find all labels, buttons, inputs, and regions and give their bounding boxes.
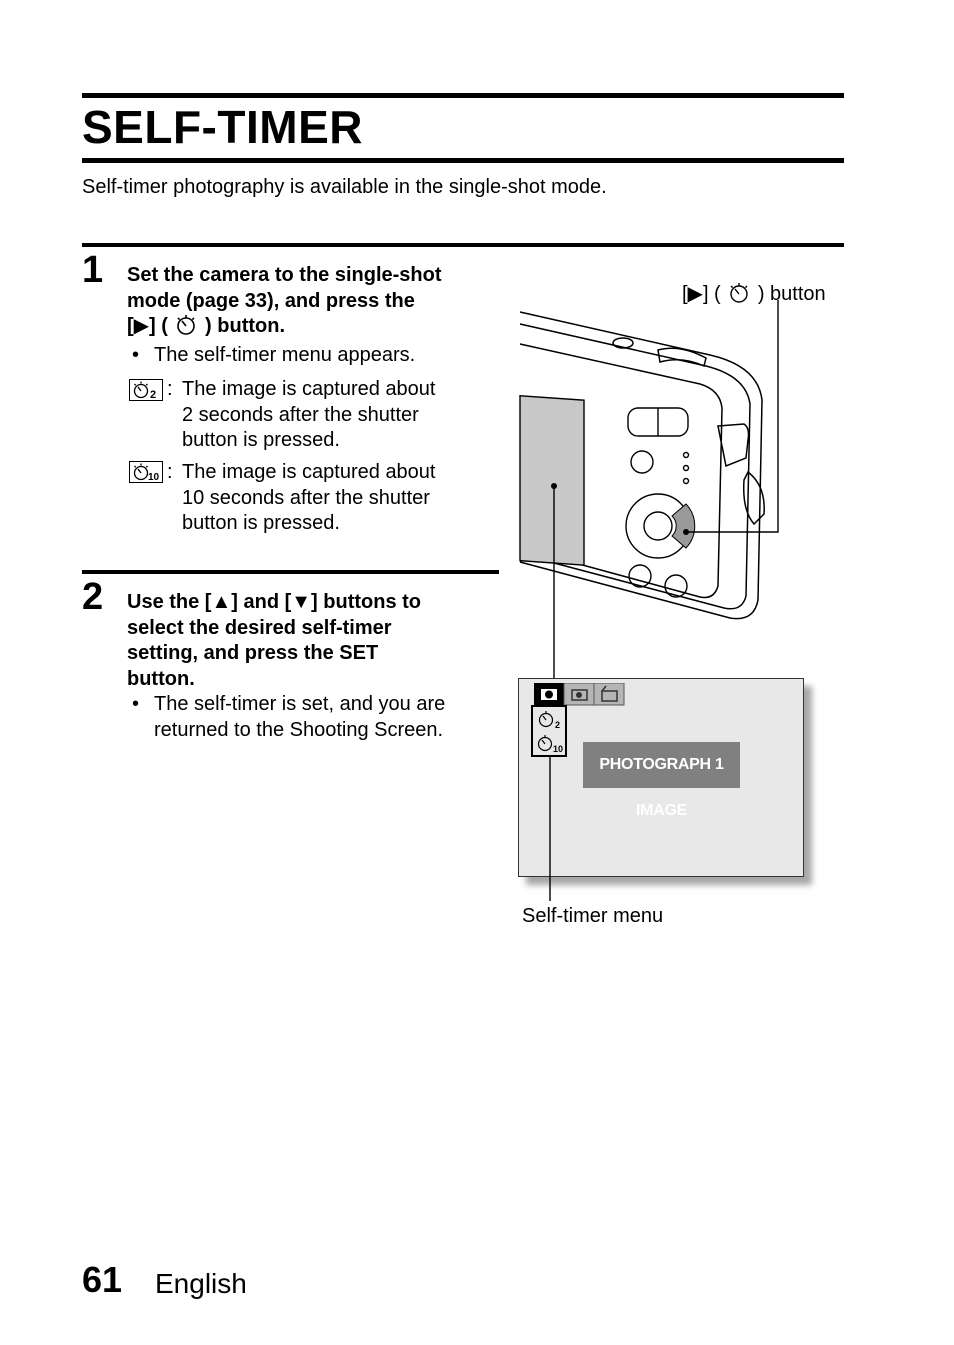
step1-bullet: • The self-timer menu appears.	[132, 343, 416, 369]
step1-bullet-text: The self-timer menu appears.	[154, 344, 416, 366]
option-10s-line3: button is pressed.	[182, 512, 340, 534]
self-timer-icon	[730, 283, 748, 303]
title-top-rule	[82, 93, 844, 98]
page-language: English	[155, 1268, 247, 1299]
menu-option-2s-label: 2	[555, 720, 560, 730]
step2-heading-line2: select the desired self-timer	[127, 616, 392, 639]
option-2s-line1: The image is captured about	[182, 378, 436, 400]
step2-heading-line3: setting, and press the SET	[127, 642, 379, 664]
menu-caption-leader	[549, 755, 551, 901]
option-10s-text: The image is captured about 10 seconds a…	[182, 460, 436, 537]
page-number: 61	[82, 1259, 123, 1300]
bullet-dot: •	[132, 693, 140, 715]
step2-bullet-line2: returned to the Shooting Screen.	[154, 718, 444, 741]
photograph-mode-label: PHOTOGRAPH 1 IMAGE	[583, 742, 740, 819]
bullet-dot: •	[132, 344, 140, 366]
button-caption: [▶] ( ) button	[682, 282, 826, 306]
step1-heading-line3-prefix: [▶] (	[127, 315, 168, 337]
self-timer-2s-sub: 2	[150, 389, 156, 400]
camera-illustration	[519, 300, 779, 680]
step2-number: 2	[82, 576, 104, 618]
option-2s-text: The image is captured about 2 seconds af…	[182, 377, 436, 454]
step1-heading-line3: [▶] ( ) button.	[127, 314, 487, 340]
step2-heading-line4: button.	[127, 667, 195, 690]
step1-heading-line3-suffix: ) button.	[205, 315, 286, 337]
option-2s-colon: :	[167, 378, 173, 400]
step2-bullet: • The self-timer is set, and you are ret…	[132, 692, 446, 743]
self-timer-icon	[177, 315, 196, 335]
menu-option-2s[interactable]: 2	[534, 708, 566, 732]
step2-bullet-line1: The self-timer is set, and you are	[154, 693, 446, 715]
button-caption-prefix: [▶] (	[682, 283, 721, 305]
option-10s-colon: :	[167, 461, 173, 483]
menu-option-10s-label: 10	[553, 744, 563, 754]
step1-number: 1	[82, 249, 104, 291]
self-timer-10s-sub: 10	[148, 472, 160, 482]
menu-option-10s[interactable]: 10	[534, 732, 566, 756]
option-2s-line3: button is pressed.	[182, 429, 340, 451]
step2-rule	[82, 570, 499, 574]
option-10s-line1: The image is captured about	[182, 461, 436, 483]
self-timer-10s-icon: 10	[129, 461, 163, 483]
title-bottom-rule	[82, 158, 844, 163]
option-2s-line2: 2 seconds after the shutter	[182, 403, 419, 426]
page-title: SELF-TIMER	[82, 101, 363, 153]
option-10s-line2: 10 seconds after the shutter	[182, 486, 430, 509]
step2-heading-line1: Use the [▲] and [▼] buttons to	[127, 591, 422, 613]
self-timer-menu-caption: Self-timer menu	[522, 905, 664, 927]
step1-heading-line2: mode (page 33), and press the	[127, 289, 415, 312]
step1-heading-line1: Set the camera to the single-shot	[127, 264, 442, 286]
menu-tab-icons	[534, 683, 625, 706]
self-timer-menu-list: 2 10	[531, 705, 567, 757]
step1-heading: Set the camera to the single-shot mode (…	[127, 263, 487, 340]
intro-text: Self-timer photography is available in t…	[82, 176, 607, 198]
self-timer-2s-icon: 2	[129, 379, 163, 401]
button-caption-suffix: ) button	[757, 283, 826, 305]
step1-rule	[82, 243, 844, 247]
step2-heading: Use the [▲] and [▼] buttons to select th…	[127, 590, 487, 692]
